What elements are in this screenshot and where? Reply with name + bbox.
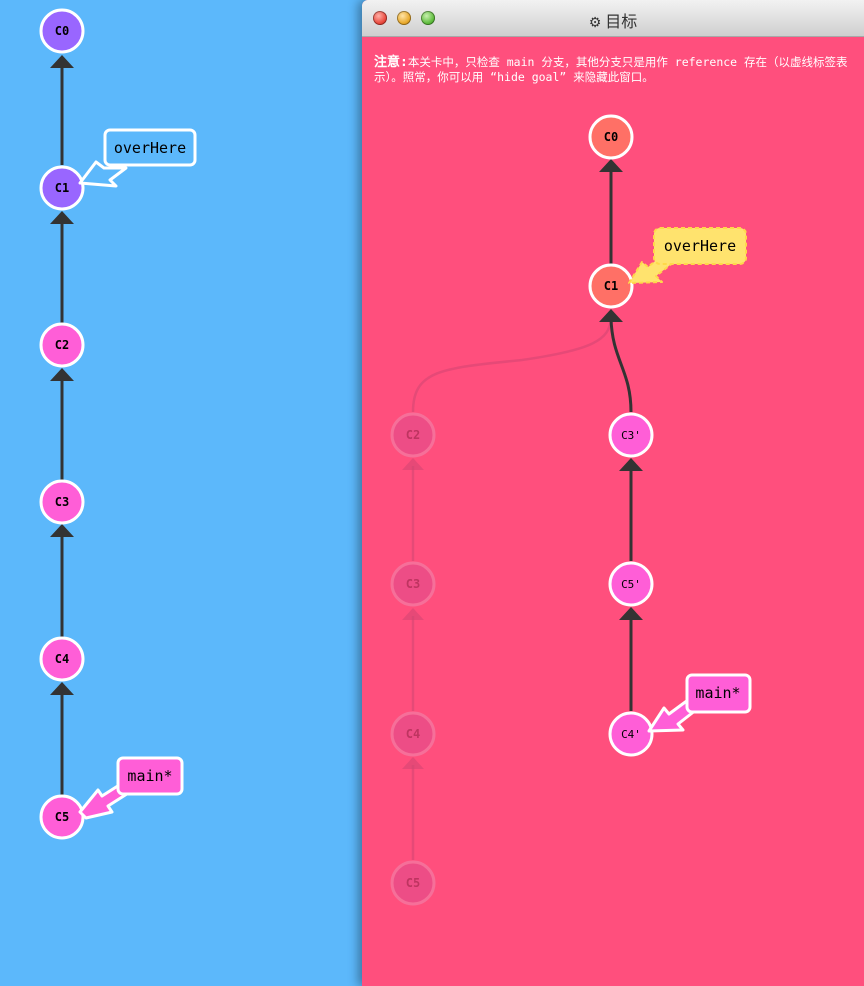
branch-box[interactable]	[685, 673, 752, 714]
commit-label: C3	[55, 495, 69, 509]
goal-window: C2 C3 C4 C5 C0 C1 C3' C5'	[362, 0, 864, 986]
branch-tag-overhere[interactable]: overHere	[78, 128, 197, 188]
branch-tag-overhere[interactable]: overHere	[628, 227, 747, 284]
branch-label: main*	[695, 684, 740, 702]
commit-c4-faded[interactable]: C4	[390, 711, 436, 757]
branch-tag-main[interactable]: main*	[78, 756, 184, 820]
commit-node[interactable]	[390, 711, 436, 757]
commit-c5-faded[interactable]: C5	[390, 860, 436, 906]
commit-node[interactable]	[588, 263, 634, 309]
commit-node[interactable]	[39, 322, 85, 368]
branch-tag-main[interactable]: main*	[647, 673, 752, 733]
commit-node[interactable]	[39, 479, 85, 525]
edge-c3p-c1	[609, 317, 633, 413]
close-button[interactable]	[373, 11, 387, 25]
commit-node[interactable]	[39, 165, 85, 211]
arrowhead-c3p	[619, 458, 643, 471]
commit-node[interactable]	[390, 860, 436, 906]
arrowhead-c1	[50, 211, 74, 224]
commit-c1[interactable]: C1	[39, 165, 85, 211]
commit-node[interactable]	[608, 561, 654, 607]
commit-label: C5	[55, 810, 69, 824]
arrowhead-c5p	[619, 607, 643, 620]
commit-node[interactable]	[608, 412, 654, 458]
commit-c4-prime[interactable]: C4'	[608, 711, 654, 757]
commit-label: C3'	[621, 429, 641, 442]
goal-window-title: ⚙目标	[362, 8, 864, 32]
commit-label: C0	[55, 24, 69, 38]
branch-label: main*	[127, 767, 172, 785]
commit-node[interactable]	[390, 412, 436, 458]
commit-label: C1	[55, 181, 69, 195]
goal-faded-edges	[411, 317, 613, 860]
goal-note-text: 本关卡中，只检查 main 分支，其他分支只是用作 reference 存在（以…	[374, 55, 848, 84]
goal-edges	[609, 166, 633, 711]
commit-c2[interactable]: C2	[39, 322, 85, 368]
branch-box[interactable]	[103, 128, 197, 167]
arrowhead-c3	[50, 524, 74, 537]
commit-c5-prime[interactable]: C5'	[608, 561, 654, 607]
goal-note-label: 注意:	[374, 55, 408, 70]
goal-arrowheads	[599, 159, 643, 620]
arrowhead-c1	[599, 309, 623, 322]
commit-c0[interactable]: C0	[588, 114, 634, 160]
commit-label: C4'	[621, 728, 641, 741]
commit-label: C5	[406, 876, 420, 890]
commit-node[interactable]	[39, 636, 85, 682]
commit-node[interactable]	[588, 114, 634, 160]
arrowhead-c0	[50, 55, 74, 68]
commit-c3[interactable]: C3	[39, 479, 85, 525]
commit-label: C2	[55, 338, 69, 352]
commit-label: C4	[406, 727, 420, 741]
commit-label: C1	[604, 279, 618, 293]
commit-node[interactable]	[390, 561, 436, 607]
left-arrowheads	[50, 55, 74, 695]
commit-c3-prime[interactable]: C3'	[608, 412, 654, 458]
commit-c4[interactable]: C4	[39, 636, 85, 682]
edge-c2-c1-faded	[411, 317, 613, 413]
commit-c2-faded[interactable]: C2	[390, 412, 436, 458]
branch-box[interactable]	[653, 227, 747, 265]
arrowhead-c0	[599, 159, 623, 172]
branch-box[interactable]	[116, 756, 184, 796]
commit-c3-faded[interactable]: C3	[390, 561, 436, 607]
commit-node[interactable]	[39, 8, 85, 54]
arrowhead-c2	[50, 368, 74, 381]
minimize-button[interactable]	[397, 11, 411, 25]
commit-label: C4	[55, 652, 69, 666]
goal-note: 注意:本关卡中，只检查 main 分支，其他分支只是用作 reference 存…	[374, 55, 854, 85]
branch-arrow	[78, 160, 128, 188]
arrowhead-c3-faded	[402, 608, 424, 620]
commit-c0[interactable]: C0	[39, 8, 85, 54]
branch-label: overHere	[664, 237, 736, 255]
goal-faded-arrowheads	[402, 458, 424, 769]
goal-title-text: 目标	[605, 12, 638, 31]
commit-node[interactable]	[608, 711, 654, 757]
arrowhead-c4	[50, 682, 74, 695]
maximize-button[interactable]	[421, 11, 435, 25]
commit-label: C0	[604, 130, 618, 144]
arrowhead-c4-faded	[402, 757, 424, 769]
goal-window-titlebar[interactable]: ⚙目标	[362, 0, 864, 37]
commit-label: C5'	[621, 578, 641, 591]
branch-label: overHere	[114, 139, 186, 157]
commit-label: C2	[406, 428, 420, 442]
commit-label: C3	[406, 577, 420, 591]
gear-icon: ⚙	[588, 15, 602, 31]
arrowhead-c2-faded	[402, 458, 424, 470]
commit-c1[interactable]: C1	[588, 263, 634, 309]
commit-c5[interactable]: C5	[39, 794, 85, 840]
